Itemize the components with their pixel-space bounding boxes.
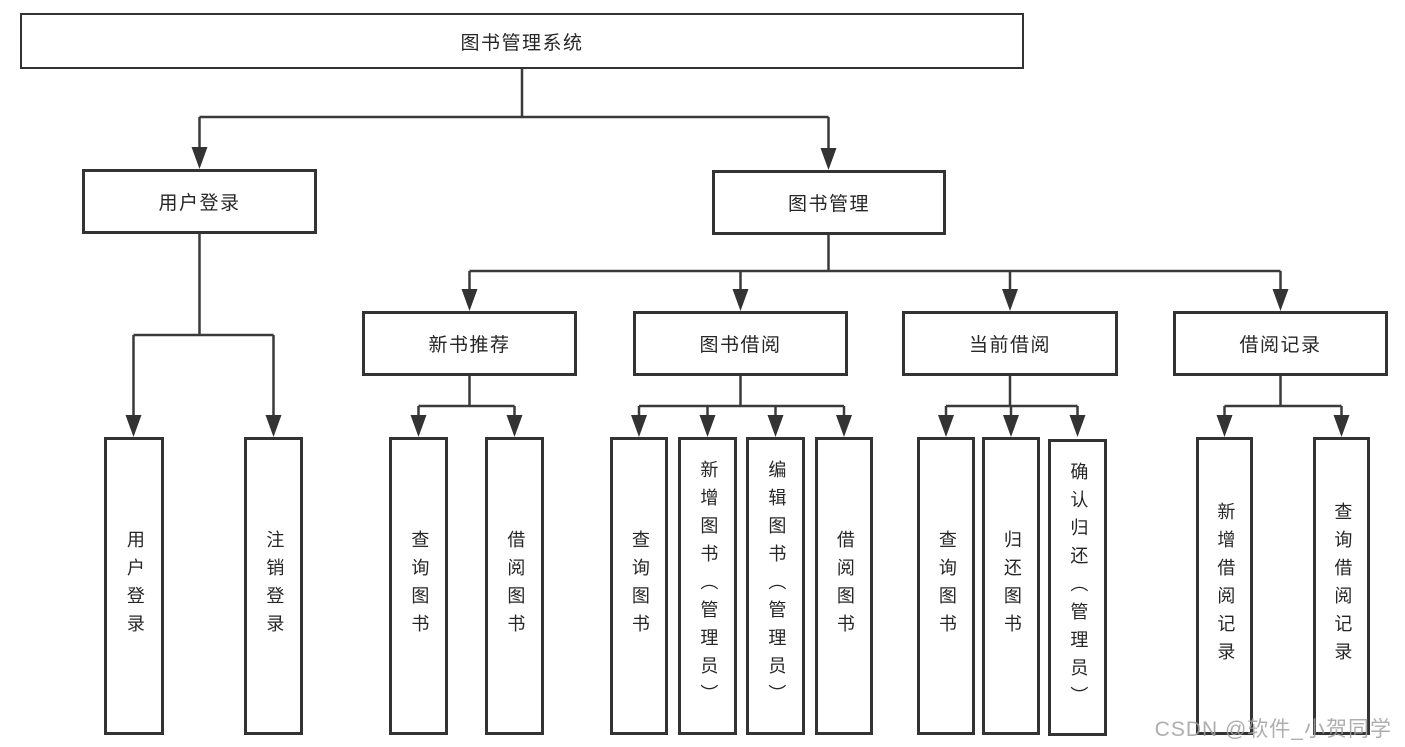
node-borrow-records: 借阅记录 <box>1173 311 1388 376</box>
leaf-borrow-books-borrowing: 借阅图书 <box>815 437 873 735</box>
node-root: 图书管理系统 <box>20 13 1024 69</box>
leaf-user-login: 用户登录 <box>104 437 164 735</box>
arrowheads <box>125 147 1350 437</box>
leaf-logout: 注销登录 <box>244 437 303 735</box>
node-user-login: 用户登录 <box>82 169 317 234</box>
connector-strokes <box>132 67 1343 420</box>
leaf-query-books-newbooks: 查询图书 <box>389 437 448 735</box>
node-book-management: 图书管理 <box>712 170 946 235</box>
leaf-borrow-books-newbooks: 借阅图书 <box>485 437 544 735</box>
leaf-edit-book-admin: 编辑图书（管理员） <box>746 437 805 735</box>
leaf-add-borrow-record: 新增借阅记录 <box>1196 437 1253 735</box>
leaf-return-book: 归还图书 <box>982 437 1040 735</box>
leaf-query-books-borrowing: 查询图书 <box>610 437 668 735</box>
leaf-add-book-admin: 新增图书（管理员） <box>678 437 737 735</box>
node-current-borrowing: 当前借阅 <box>902 311 1118 376</box>
leaf-query-books-current: 查询图书 <box>917 437 975 735</box>
watermark-text: CSDN @软件_小贺同学 <box>1154 718 1392 741</box>
node-book-borrowing: 图书借阅 <box>633 311 848 376</box>
leaf-query-borrow-record: 查询借阅记录 <box>1313 437 1370 735</box>
leaf-confirm-return-admin: 确认归还（管理员） <box>1048 439 1107 736</box>
node-new-book-recommend: 新书推荐 <box>362 311 577 376</box>
